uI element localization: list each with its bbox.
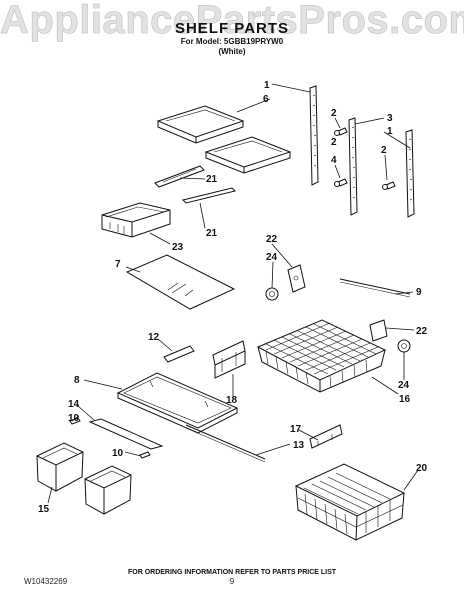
callout-17: 17 [290,424,302,435]
color-line: (White) [218,47,246,56]
model-line: For Model: 5GBB19PRYW0 [180,37,284,46]
glass-shelf [125,254,236,310]
watermark: AppliancePartsPros.com [0,0,464,42]
crisper-cover-rail [69,417,164,459]
callout-10b: 10 [112,448,124,459]
page-title: SHELF PARTS [174,20,290,37]
callout-2c: 2 [331,137,337,148]
crisper-drawer-right [84,465,132,515]
callout-2b: 2 [381,145,387,156]
upper-shelf-a [156,105,245,144]
basket-rod [339,278,411,295]
callout-16: 16 [399,394,411,405]
slide-bracket-right [309,424,343,449]
callout-1b: 1 [387,126,393,137]
deli-drawer [101,202,171,238]
callout-18: 18 [226,395,238,406]
callout-10a: 10 [68,413,80,424]
leader-lines [47,83,419,504]
slide-rod [185,424,266,460]
callout-15: 15 [38,504,50,515]
callout-1a: 1 [264,80,270,91]
callout-22b: 22 [416,326,428,337]
callout-20: 20 [416,463,428,474]
callout-4: 4 [331,155,337,166]
page-number: 9 [229,577,235,586]
callout-2a: 2 [331,108,337,119]
callout-labels: 1 6 3 1 2 4 2 2 21 21 23 7 22 24 9 12 22… [38,80,428,515]
callout-8: 8 [74,375,80,386]
callout-3: 3 [387,113,393,124]
slide-bracket-left [212,340,246,379]
callout-24b: 24 [398,380,410,391]
screws [334,127,396,190]
document-number: W10432269 [24,577,68,586]
ordering-note: FOR ORDERING INFORMATION REFER TO PARTS … [127,569,337,576]
callout-13: 13 [293,440,305,451]
callout-12: 12 [148,332,160,343]
callout-24a: 24 [266,252,278,263]
callout-9: 9 [416,287,422,298]
upper-shelf-b [204,136,292,174]
shelf-upright-left [309,85,319,186]
basket-bracket-left [265,264,306,301]
shelf-upright-right [405,129,415,218]
callout-22a: 22 [266,234,278,245]
slide-out-shelf [116,372,239,434]
shelf-rail-b [182,187,236,204]
crisper-drawer-left [36,442,84,492]
callout-21a: 21 [206,174,218,185]
callout-6: 6 [263,94,269,105]
basket-bracket-right [369,319,411,353]
wire-basket [256,319,387,393]
shelf-clip [163,345,195,363]
shelf-rail-a [154,165,205,188]
callout-7: 7 [115,259,121,270]
callout-21b: 21 [206,228,218,239]
freezer-wire-basket [294,463,406,541]
callout-14: 14 [68,399,80,410]
callout-23: 23 [172,242,184,253]
shelf-upright-center [348,117,358,216]
